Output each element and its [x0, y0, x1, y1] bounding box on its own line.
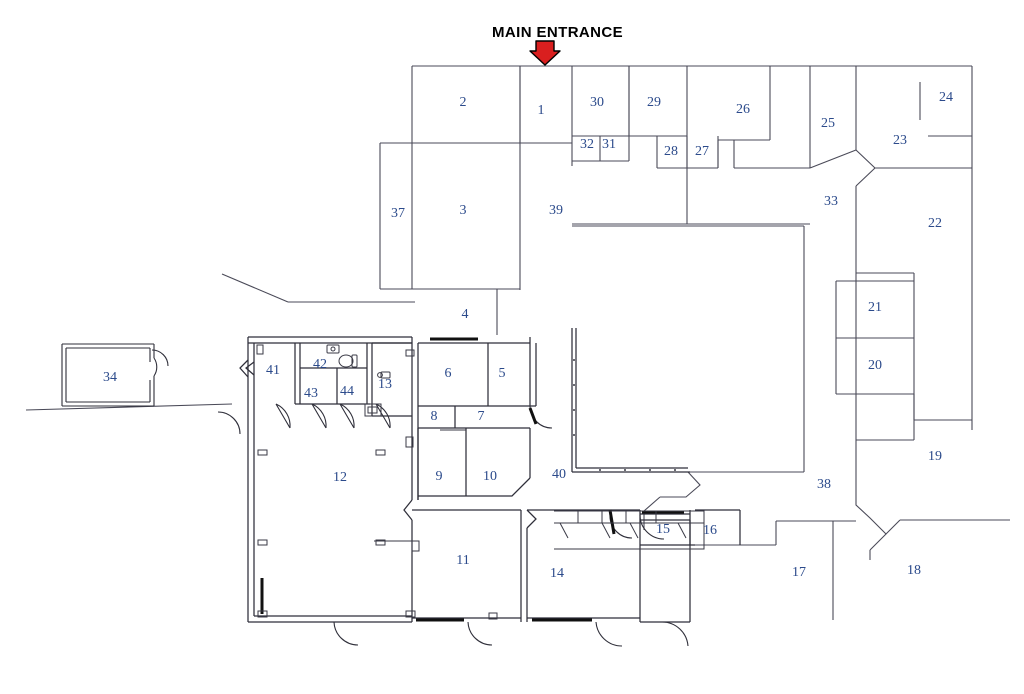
room-label-11: 11	[456, 553, 470, 568]
wall-network-thick	[239, 328, 741, 623]
room-label-42: 42	[313, 357, 327, 372]
room-label-28: 28	[664, 144, 678, 159]
room-label-24: 24	[939, 90, 953, 105]
room-label-7: 7	[477, 409, 485, 424]
room-label-3: 3	[459, 203, 467, 218]
room-label-38: 38	[817, 477, 831, 492]
main-entrance-arrow-icon	[529, 40, 561, 66]
room-label-5: 5	[498, 366, 506, 381]
room-label-25: 25	[821, 116, 835, 131]
door-swings	[151, 349, 689, 647]
wall-network-thin	[25, 65, 1010, 620]
room-label-39: 39	[549, 203, 563, 218]
room-label-13: 13	[378, 377, 392, 392]
room-label-2: 2	[459, 95, 467, 110]
room-label-1: 1	[537, 103, 545, 118]
room-label-44: 44	[340, 384, 354, 399]
room-label-12: 12	[333, 470, 347, 485]
room-label-29: 29	[647, 95, 661, 110]
plumbing-fixtures	[326, 344, 391, 417]
room-label-23: 23	[893, 133, 907, 148]
room-label-22: 22	[928, 216, 942, 231]
room-label-31: 31	[602, 137, 616, 152]
room-34-outline	[61, 343, 158, 407]
room-label-41: 41	[266, 363, 280, 378]
wall-detail-dots	[573, 359, 676, 471]
main-entrance-title: MAIN ENTRANCE	[492, 24, 624, 41]
room-label-4: 4	[461, 307, 469, 322]
room-label-17: 17	[792, 565, 806, 580]
room-label-9: 9	[435, 469, 443, 484]
room-label-16: 16	[703, 523, 717, 538]
casework-unit	[554, 510, 705, 550]
room-label-20: 20	[868, 358, 882, 373]
room-label-30: 30	[590, 95, 604, 110]
room-label-18: 18	[907, 563, 921, 578]
room-label-21: 21	[868, 300, 882, 315]
room-label-15: 15	[656, 522, 670, 537]
room-label-37: 37	[391, 206, 405, 221]
room-label-43: 43	[304, 386, 318, 401]
room-label-14: 14	[550, 566, 564, 581]
room-label-27: 27	[695, 144, 709, 159]
room-label-33: 33	[824, 194, 838, 209]
room-label-6: 6	[444, 366, 452, 381]
room-label-40: 40	[552, 467, 566, 482]
room-label-26: 26	[736, 102, 750, 117]
column-marks	[256, 344, 498, 620]
room-label-8: 8	[430, 409, 438, 424]
room-label-32: 32	[580, 137, 594, 152]
door-leaves	[260, 337, 684, 622]
counter-stub	[374, 429, 466, 542]
room-label-19: 19	[928, 449, 942, 464]
room-label-10: 10	[483, 469, 497, 484]
room-label-34: 34	[103, 370, 117, 385]
